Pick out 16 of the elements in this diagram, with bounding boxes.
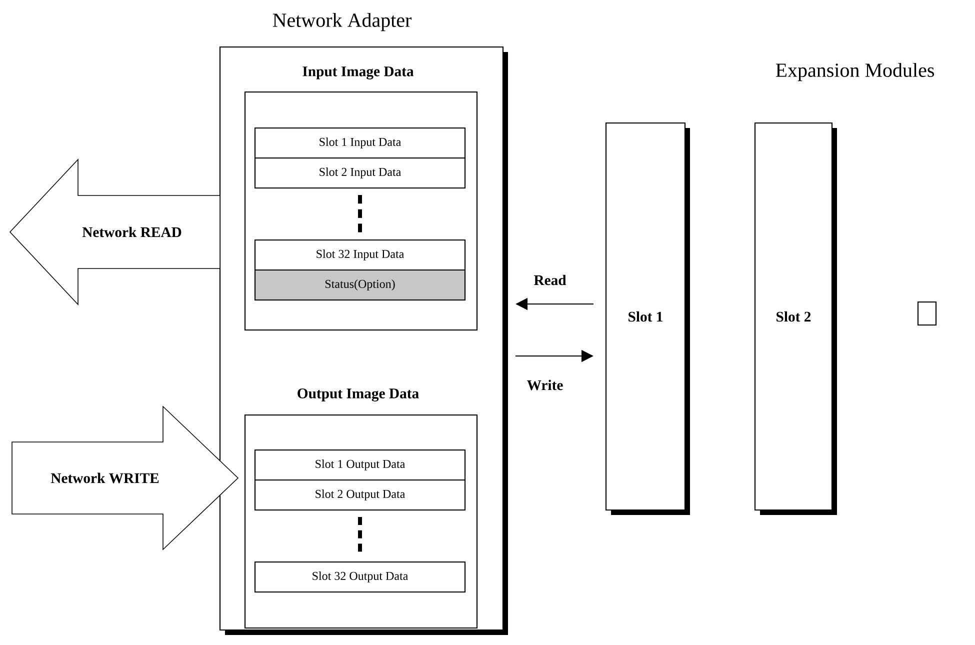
edge-label: Write — [527, 380, 563, 390]
small-square — [917, 301, 937, 326]
data-row: Slot 32 Input Data — [254, 239, 466, 271]
module-slot: Slot 2 — [754, 122, 837, 515]
data-row: Slot 1 Input Data — [254, 127, 466, 159]
module-slot: Slot 1 — [605, 122, 690, 515]
node-label: Network Adapter — [272, 12, 412, 32]
data-row: Slot 2 Output Data — [254, 479, 466, 511]
status-row: Status(Option) — [254, 269, 466, 301]
data-row: Slot 1 Output Data — [254, 449, 466, 481]
node-label: Output Image Data — [298, 388, 419, 402]
section-heading: Expansion Modules — [776, 62, 934, 82]
edge-label: Read — [534, 274, 566, 286]
data-row: Slot 32 Output Data — [254, 561, 466, 593]
data-row: Slot 2 Input Data — [254, 157, 466, 189]
node-label: Input Image Data — [302, 66, 414, 80]
